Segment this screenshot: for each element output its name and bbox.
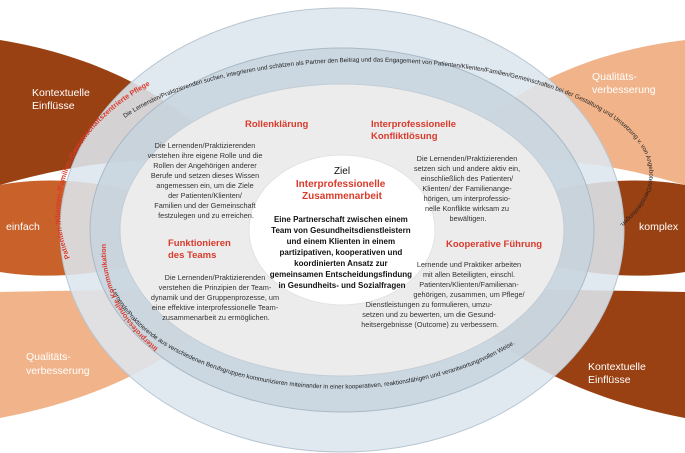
team-text: Die Lernenden/Praktizierenden verstehen … (151, 273, 281, 322)
corner-mid-right-label: komplex (639, 221, 679, 233)
center-ziel: Ziel (334, 166, 350, 177)
team-title: Funktionieren des Teams (168, 238, 233, 261)
center-circle (248, 154, 436, 306)
konflikt-title: Interprofessionelle Konfliktlösung (371, 119, 459, 142)
rollen-title: Rollenklärung (245, 119, 309, 130)
fuehrung-text: Lernende und Praktiker arbeiten mit alle… (361, 260, 526, 329)
corner-mid-left-label: einfach (6, 221, 40, 233)
corner-bottom-left-label: Qualitäts- verbesserung (26, 351, 90, 377)
corner-bottom-right-label: Kontextuelle Einflüsse (588, 361, 649, 386)
center-definition: Eine Partnerschaft zwischen einem Team v… (270, 215, 414, 290)
center-title: Interprofessionelle Zusammenarbeit (296, 179, 388, 202)
corner-top-left-label: Kontextuelle Einflüsse (32, 87, 93, 112)
fuehrung-title: Kooperative Führung (446, 239, 542, 250)
corner-top-right-label: Qualitäts- verbesserung (592, 71, 656, 96)
konflikt-text: Die Lernenden/Praktizierenden setzen sic… (414, 154, 522, 223)
rollen-text: Die Lernenden/Praktizierenden verstehen … (148, 141, 265, 220)
